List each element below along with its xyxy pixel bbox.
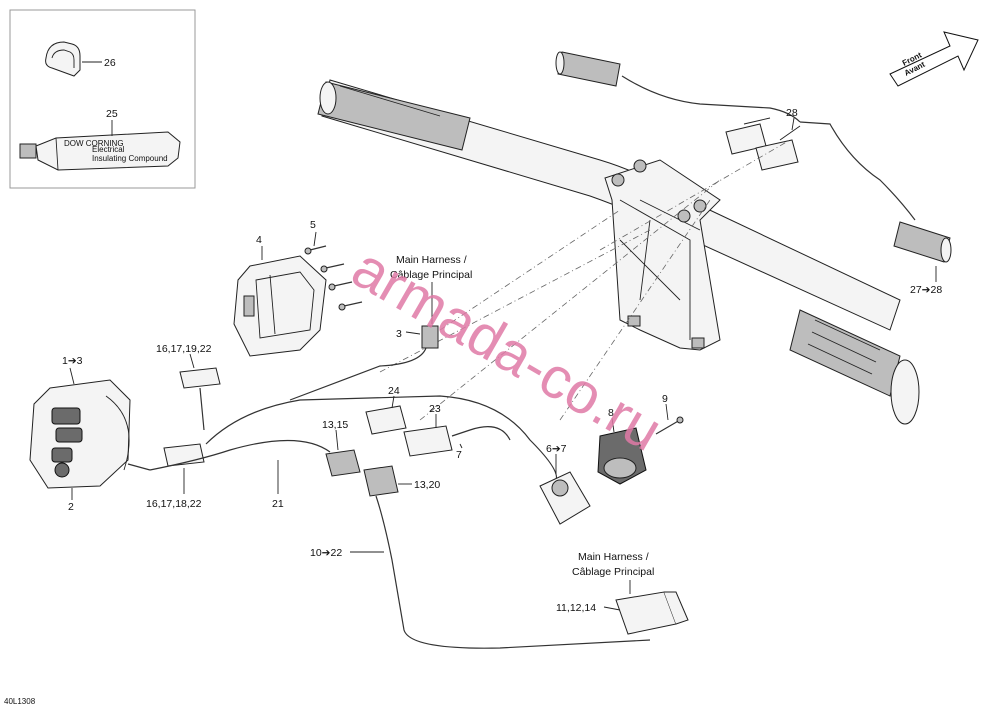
part-24-connector <box>365 405 407 435</box>
handlebar <box>317 79 920 425</box>
leader-16-19 <box>189 353 195 369</box>
callout-24: 24 <box>388 385 400 397</box>
tube-brand: DOW CORNING <box>64 139 124 148</box>
callout-3: 3 <box>396 328 402 340</box>
leader-24 <box>391 395 395 409</box>
callout-21: 21 <box>272 498 284 510</box>
callout-28: 28 <box>786 107 798 119</box>
callout-6-7: 6➔7 <box>546 443 567 455</box>
part-26-clip <box>45 41 81 77</box>
part-1-3-switch-assembly <box>29 379 151 489</box>
tube-line-2: Insulating Compound <box>92 154 168 163</box>
callout-16-19: 16,17,19,22 <box>156 343 212 355</box>
main-harness-label-2-line1: Main Harness / <box>578 551 649 563</box>
callout-13-15: 13,15 <box>322 419 348 431</box>
part-27-grip-heater <box>555 51 952 263</box>
main-harness-label-2-line2: Câblage Principal <box>572 566 654 578</box>
callout-7: 7 <box>456 449 462 461</box>
callout-11-14: 11,12,14 <box>556 602 596 614</box>
part-9-pin <box>655 416 684 435</box>
part-5-screws <box>304 245 363 311</box>
callout-1-3: 1➔3 <box>62 355 83 367</box>
part-21-harness <box>149 395 558 481</box>
part-28-connectors <box>725 117 801 171</box>
callout-2: 2 <box>68 501 74 513</box>
leader-5 <box>313 231 317 247</box>
part-13-20-connector <box>363 465 651 649</box>
part-13-15-connector <box>325 449 361 477</box>
callout-13-20: 13,20 <box>414 479 440 491</box>
part-4-housing <box>233 255 327 357</box>
callout-9: 9 <box>662 393 668 405</box>
callout-25: 25 <box>106 108 118 120</box>
leader-1-3 <box>69 367 75 385</box>
callout-8: 8 <box>608 407 614 419</box>
callout-5: 5 <box>310 219 316 231</box>
callout-4: 4 <box>256 234 262 246</box>
part-25-tube <box>19 131 181 171</box>
part-8-actuator <box>597 427 647 485</box>
riser <box>604 159 721 351</box>
callout-27-28: 27➔28 <box>910 284 942 296</box>
part-11-14-connector <box>615 591 689 635</box>
leader-13-15 <box>335 429 339 451</box>
leader-9 <box>665 403 669 421</box>
leader-7 <box>459 443 463 449</box>
leader-3 <box>405 331 421 335</box>
part-3-connector <box>289 325 439 401</box>
leader-28 <box>791 117 795 131</box>
diagram-code: 40L1308 <box>4 697 36 706</box>
leader-8 <box>611 417 615 433</box>
callout-16-18: 16,17,18,22 <box>146 498 202 510</box>
part-16-19-connector <box>179 367 221 431</box>
leader-11-14 <box>603 606 621 611</box>
part-23-connector <box>403 425 511 457</box>
tube-line-1: Electrical <box>92 145 125 154</box>
main-harness-label-1-line1: Main Harness / <box>396 254 467 266</box>
callout-23: 23 <box>429 403 441 415</box>
callout-26: 26 <box>104 57 116 69</box>
part-6-7-sensor <box>539 471 591 525</box>
main-harness-label-1-line2: Câblage Principal <box>390 269 472 281</box>
inset-frame <box>9 9 196 189</box>
front-direction-arrow: Front Avant <box>889 31 979 87</box>
guide-lines <box>379 139 791 421</box>
callout-10-22: 10➔22 <box>310 547 342 559</box>
